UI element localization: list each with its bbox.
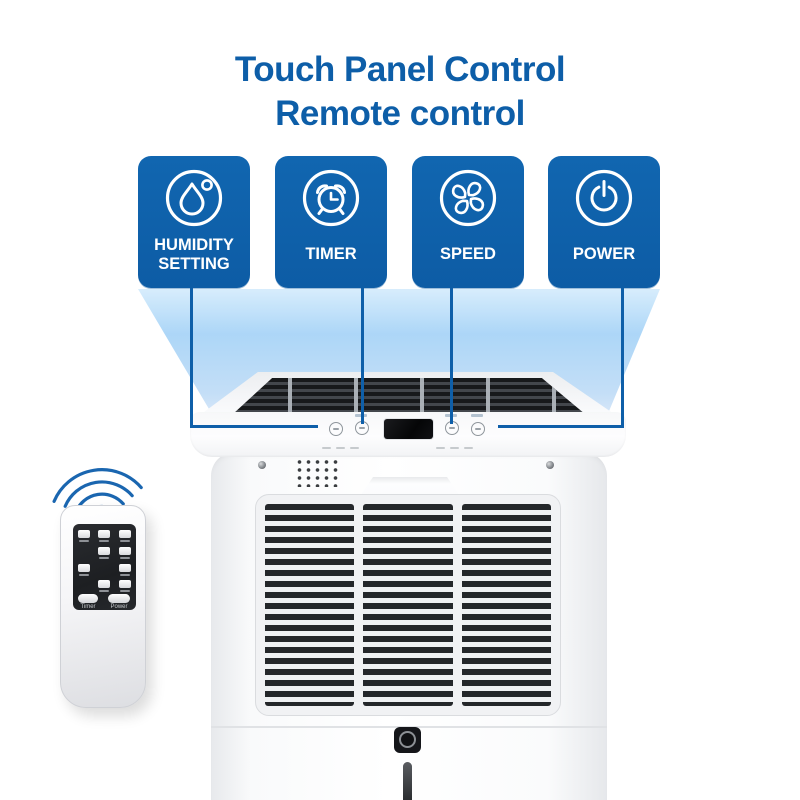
connector-line-power	[621, 288, 624, 428]
remote-button	[98, 580, 110, 592]
page-title: Touch Panel Control Remote control	[0, 48, 800, 136]
remote-button-panel: Timer Power	[73, 524, 136, 610]
front-air-grille	[255, 494, 561, 716]
top-air-vent-grille	[231, 378, 587, 415]
panel-label-mark	[471, 414, 483, 417]
remote-button	[119, 530, 131, 542]
panel-caption-marks	[436, 447, 473, 449]
water-drop-icon	[165, 169, 223, 227]
remote-button	[98, 530, 110, 542]
tank-latch-knob	[394, 727, 421, 753]
remote-timer-label: Timer	[80, 604, 96, 610]
connector-line-timer	[361, 288, 364, 424]
remote-button	[119, 580, 131, 592]
power-icon	[575, 169, 633, 227]
screw-left	[258, 461, 266, 469]
grille-column	[363, 504, 453, 706]
panel-mode-icon	[329, 422, 343, 436]
speaker-holes	[294, 457, 338, 487]
remote-button	[119, 547, 131, 559]
led-display	[384, 419, 433, 439]
screw-right	[546, 461, 554, 469]
feature-label: HUMIDITY SETTING	[154, 235, 234, 273]
feature-box-speed: SPEED	[412, 156, 524, 288]
alarm-clock-icon	[302, 169, 360, 227]
title-line-2: Remote control	[275, 94, 525, 133]
feature-box-power: POWER	[548, 156, 660, 288]
connector-line-speed	[450, 288, 453, 424]
remote-button	[98, 547, 110, 559]
remote-power-button	[108, 594, 130, 603]
handle-recess	[360, 477, 460, 496]
panel-caption-marks	[322, 447, 359, 449]
remote-button	[78, 564, 90, 576]
remote-control: Timer Power	[60, 505, 146, 708]
feature-label: TIMER	[305, 245, 357, 263]
connector-line-power-horizontal	[498, 425, 624, 428]
grille-column	[265, 504, 355, 706]
connector-line-humidity	[190, 288, 193, 428]
remote-power-label: Power	[110, 604, 128, 610]
remote-timer-button	[78, 594, 98, 603]
title-line-1: Touch Panel Control	[234, 50, 566, 89]
water-level-window	[403, 762, 412, 800]
feature-label: POWER	[572, 245, 636, 263]
remote-button	[119, 564, 131, 576]
feature-box-humidity-setting: HUMIDITY SETTING	[138, 156, 250, 288]
feature-label: SPEED	[440, 245, 496, 263]
grille-column	[461, 504, 551, 706]
connector-line-humidity-horizontal	[190, 425, 318, 428]
panel-speed-icon	[471, 422, 485, 436]
remote-button	[78, 530, 90, 542]
fan-icon	[439, 169, 497, 227]
feature-box-timer: TIMER	[275, 156, 387, 288]
